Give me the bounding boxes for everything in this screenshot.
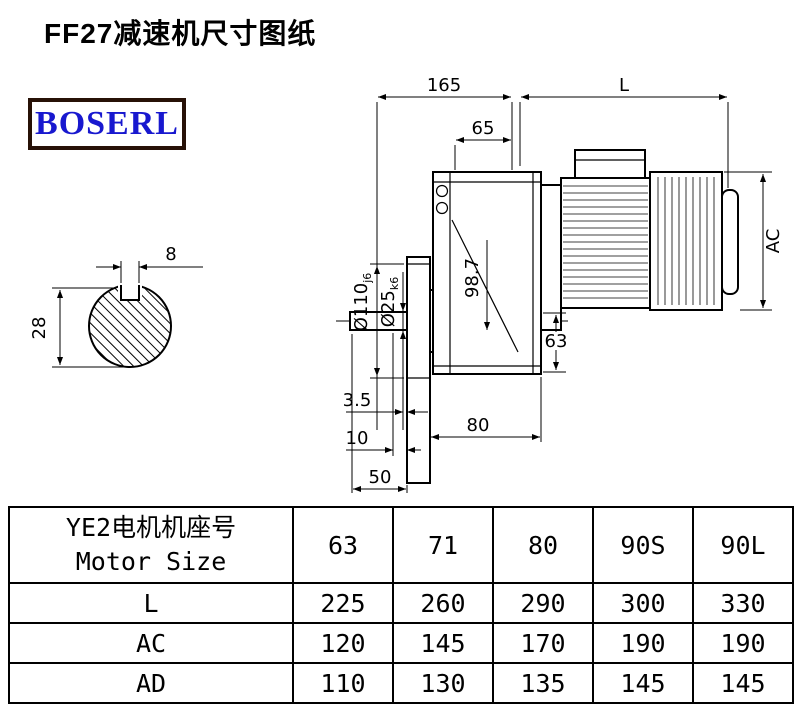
table-cell: 290 [492, 582, 594, 624]
brand-logo-text: BOSERL [35, 105, 179, 142]
dim-28-label: 28 [29, 317, 50, 340]
motor-dimension-table: YE2电机机座号 Motor Size 63 71 80 90S 90L L 2… [8, 506, 794, 704]
dim-65-label: 65 [472, 118, 495, 139]
dim-section-height: 28 [29, 287, 127, 368]
dim-80-label: 80 [467, 415, 490, 436]
motor-size-90S: 90S [592, 506, 694, 584]
motor-size-header-cell: YE2电机机座号 Motor Size [8, 506, 294, 584]
dim-3-5-label: 3.5 [343, 390, 372, 411]
table-cell: 145 [692, 662, 794, 704]
dim-98-7-label: 98.7 [462, 258, 483, 298]
brand-logo: BOSERL [28, 98, 186, 150]
dim-10: 10 [346, 333, 421, 456]
motor-body [560, 177, 651, 309]
dim-shaft-diameter: Ø25k6 [378, 272, 407, 430]
fan-end-cap [721, 189, 739, 295]
table-cell: 145 [392, 622, 494, 664]
fan-cowl [649, 171, 723, 311]
table-cell: 300 [592, 582, 694, 624]
dim-63: 63 [543, 312, 569, 373]
housing-slant-edge [451, 219, 519, 353]
table-cell: 330 [692, 582, 794, 624]
table-cell: 190 [692, 622, 794, 664]
table-row-AC: AC 120 145 170 190 190 [8, 622, 794, 664]
motor-size-90L: 90L [692, 506, 794, 584]
dim-50-label: 50 [369, 467, 392, 488]
table-cell: 145 [592, 662, 694, 704]
table-cell: 260 [392, 582, 494, 624]
dim-motor-length-L: L [519, 75, 729, 188]
dim-L-label: L [619, 75, 629, 96]
table-cell: 190 [592, 622, 694, 664]
dimensions: 165 L 65 AC [343, 75, 784, 493]
table-row-AD: AD 110 130 135 145 145 [8, 662, 794, 704]
page-title: FF27减速机尺寸图纸 [44, 18, 317, 49]
bolt-hole [435, 201, 449, 215]
cowl-ribs [657, 177, 715, 305]
header-line1: YE2电机机座号 [65, 513, 237, 543]
table-cell: 170 [492, 622, 594, 664]
motor-size-63: 63 [292, 506, 394, 584]
dim-d25-label: Ø25k6 [378, 277, 401, 327]
mounting-flange [406, 256, 431, 484]
dim-63-label: 63 [545, 331, 568, 352]
dim-keyway-width: 8 [96, 244, 203, 283]
row-label: AC [8, 622, 294, 664]
dim-80: 80 [431, 377, 542, 442]
dim-165-label: 165 [427, 75, 461, 96]
motor-size-71: 71 [392, 506, 494, 584]
cooling-fins [563, 185, 648, 299]
table-cell: 130 [392, 662, 494, 704]
dim-65: 65 [454, 118, 511, 170]
motor-adapter [540, 184, 562, 331]
dim-AC: AC [724, 171, 784, 311]
table-cell: 110 [292, 662, 394, 704]
bolt-hole [435, 184, 449, 198]
dim-10-label: 10 [346, 428, 369, 449]
dim-98-7: 98.7 [462, 240, 491, 330]
dim-50: 50 [351, 334, 408, 493]
row-label: L [8, 582, 294, 624]
table-header-row: YE2电机机座号 Motor Size 63 71 80 90S 90L [8, 506, 794, 584]
terminal-box [574, 149, 646, 179]
dim-d110-label: Ø110j6 [351, 273, 374, 332]
keyway-mask [118, 280, 142, 300]
table-row-L: L 225 260 290 300 330 [8, 582, 794, 624]
dim-AC-label: AC [763, 229, 784, 254]
row-label: AD [8, 662, 294, 704]
keyway [120, 285, 140, 301]
dim-flange-spigot-diameter: Ø110j6 [351, 263, 404, 379]
table-cell: 135 [492, 662, 594, 704]
dim-8-label: 8 [165, 244, 176, 265]
header-line2: Motor Size [75, 547, 227, 576]
table-cell: 225 [292, 582, 394, 624]
table-cell: 120 [292, 622, 394, 664]
motor-size-80: 80 [492, 506, 594, 584]
shaft-cross-section-view: 8 28 [29, 244, 203, 368]
